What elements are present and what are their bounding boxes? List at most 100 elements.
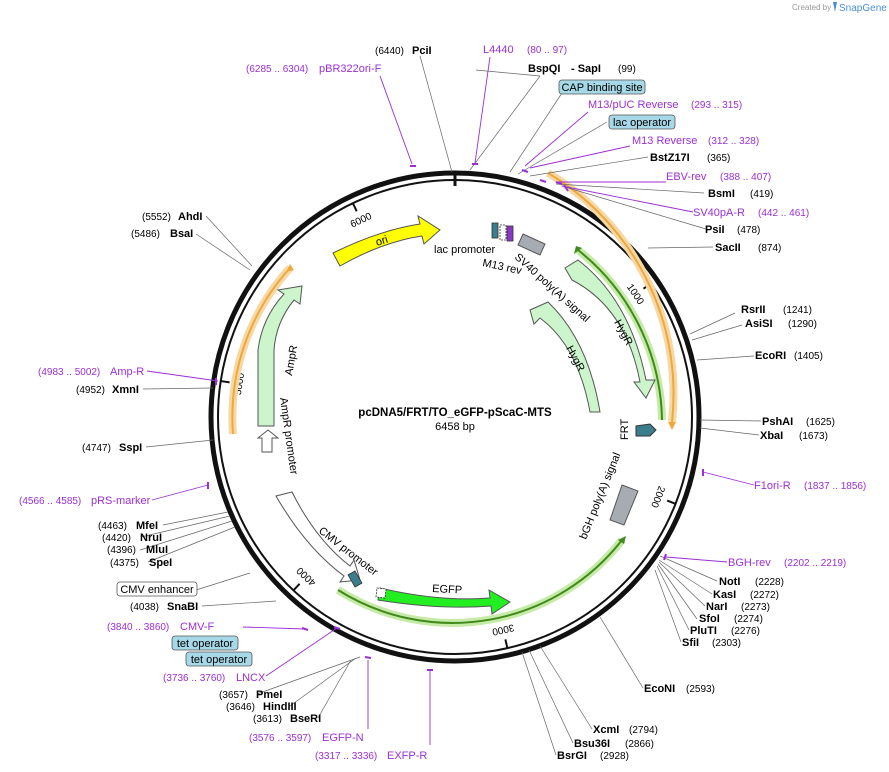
primer-marks	[207, 163, 704, 671]
ampr-label: AmpR	[283, 344, 300, 376]
site-pos: (4463)	[98, 521, 127, 532]
site-name: BsmI	[708, 188, 735, 200]
site-pos: (874)	[758, 243, 781, 254]
site-pos: (4375)	[110, 558, 139, 569]
site-name: PsiI	[705, 224, 725, 236]
site-name: BspQI	[528, 63, 560, 75]
primer-name: LNCX	[236, 672, 266, 684]
tick-mark	[351, 202, 358, 212]
lac-operator-box	[608, 114, 676, 130]
site-pos: (2593)	[686, 684, 715, 695]
tet-operator-box-1	[171, 635, 239, 651]
cmv-enhancer-label: CMV enhancer	[120, 584, 194, 596]
primer-range: (293 .. 315)	[691, 100, 742, 111]
cmv-enhancer-box	[116, 581, 198, 597]
created-by-label: Created by	[792, 3, 831, 12]
orf-arc-hygr	[547, 172, 675, 423]
site-name: SfiI	[682, 637, 699, 649]
m13-rev-feature	[506, 225, 514, 242]
ampr-feature	[257, 285, 303, 427]
primer-name: Amp-R	[110, 366, 144, 378]
egfp-feature	[377, 587, 511, 615]
kozak-feature	[375, 587, 387, 599]
site-pos: (4952)	[76, 385, 105, 396]
bgh-polya-label: bGH poly(A) signal	[578, 451, 624, 541]
primer-name: M13 Reverse	[632, 135, 697, 147]
site-name: BstZ17I	[650, 152, 690, 164]
site-pos: (4396)	[107, 545, 136, 556]
site-name: EcoNI	[644, 683, 675, 695]
site-pos: (2303)	[712, 638, 741, 649]
primer-range: (1837 .. 1856)	[804, 481, 866, 492]
hygr-feature-inner	[529, 301, 601, 413]
primer-range: (312 .. 328)	[708, 136, 759, 147]
site-pos: (5486)	[131, 229, 160, 240]
primer-range: (3317 .. 3336)	[315, 751, 377, 762]
site-pos: (2794)	[629, 725, 658, 736]
site-name: NruI	[140, 532, 162, 544]
primer-name: CMV-F	[180, 621, 215, 633]
site-name: AsiSI	[745, 318, 773, 330]
site-name: NarI	[706, 601, 727, 613]
snapgene-brand-label: SnapGene	[839, 3, 887, 14]
cmv-promoter-feature	[275, 491, 361, 583]
primer-name: pBR322ori-F	[319, 63, 382, 75]
site-name: SspI	[119, 442, 142, 454]
plasmid-length: 6458 bp	[435, 421, 475, 433]
plasmid-name: pcDNA5/FRT/TO_eGFP-pScaC-MTS	[358, 407, 552, 419]
site-name: RsrII	[741, 304, 765, 316]
site-name: XcmI	[593, 724, 619, 736]
site-name: AhdI	[178, 211, 202, 223]
ampr-promoter-feature	[256, 429, 280, 453]
site-pos: (1673)	[799, 431, 828, 442]
primer-name: BGH-rev	[728, 557, 771, 569]
site-name: SnaBI	[167, 601, 198, 613]
primer-range: (388 .. 407)	[720, 172, 771, 183]
site-name: BsaI	[170, 228, 193, 240]
primer-range: (442 .. 461)	[758, 208, 809, 219]
frt-label: FRT	[619, 419, 631, 440]
site-pos: (1405)	[794, 351, 823, 362]
site-name: XmnI	[112, 384, 139, 396]
tick-mark	[292, 583, 301, 592]
primer-name: EBV-rev	[666, 171, 707, 183]
site-name: PshAI	[762, 416, 793, 428]
site-name: KasI	[713, 589, 736, 601]
tick-mark	[504, 639, 509, 649]
site-name: MluI	[146, 544, 168, 556]
site-name: SacII	[715, 242, 741, 254]
site-pos: (2274)	[734, 614, 763, 625]
site-pos: (1625)	[806, 417, 835, 428]
site-pos: (3646)	[226, 702, 255, 713]
site-pos: (3657)	[219, 690, 248, 701]
site-pos: (3613)	[253, 714, 282, 725]
primer-range: (4983 .. 5002)	[38, 367, 100, 378]
site-pos: (4747)	[82, 443, 111, 454]
primer-name: EGFP-N	[322, 732, 364, 744]
site-pos: (478)	[737, 225, 760, 236]
primer-name: SV40pA-R	[693, 207, 745, 219]
site-pos: (2272)	[750, 590, 779, 601]
site-pos: (2273)	[741, 602, 770, 613]
site-pos: (5552)	[142, 212, 171, 223]
site-pos: (99)	[618, 64, 636, 75]
primer-range: (3840 .. 3860)	[107, 622, 169, 633]
primer-range: (3576 .. 3597)	[249, 733, 311, 744]
site-pos: (4420)	[102, 533, 131, 544]
primer-lines	[146, 56, 755, 745]
primer-name: L4440	[483, 44, 514, 56]
snapgene-logo-icon	[833, 2, 837, 12]
site-pos: (4038)	[130, 602, 159, 613]
tet-operator-label-2: tet operator	[191, 654, 248, 666]
site-pos: (2866)	[625, 739, 654, 750]
site-pos: (2228)	[755, 577, 784, 588]
site-name: BseRI	[290, 713, 321, 725]
primer-range: (6285 .. 6304)	[246, 64, 308, 75]
primer-range: (2202 .. 2219)	[784, 558, 846, 569]
primer-name: pRS-marker	[91, 495, 151, 507]
tick-label: 2000	[648, 484, 667, 509]
site-pos: (1241)	[783, 305, 812, 316]
site-name: BsrGI	[557, 750, 587, 762]
tet-operator-feature	[347, 570, 363, 588]
